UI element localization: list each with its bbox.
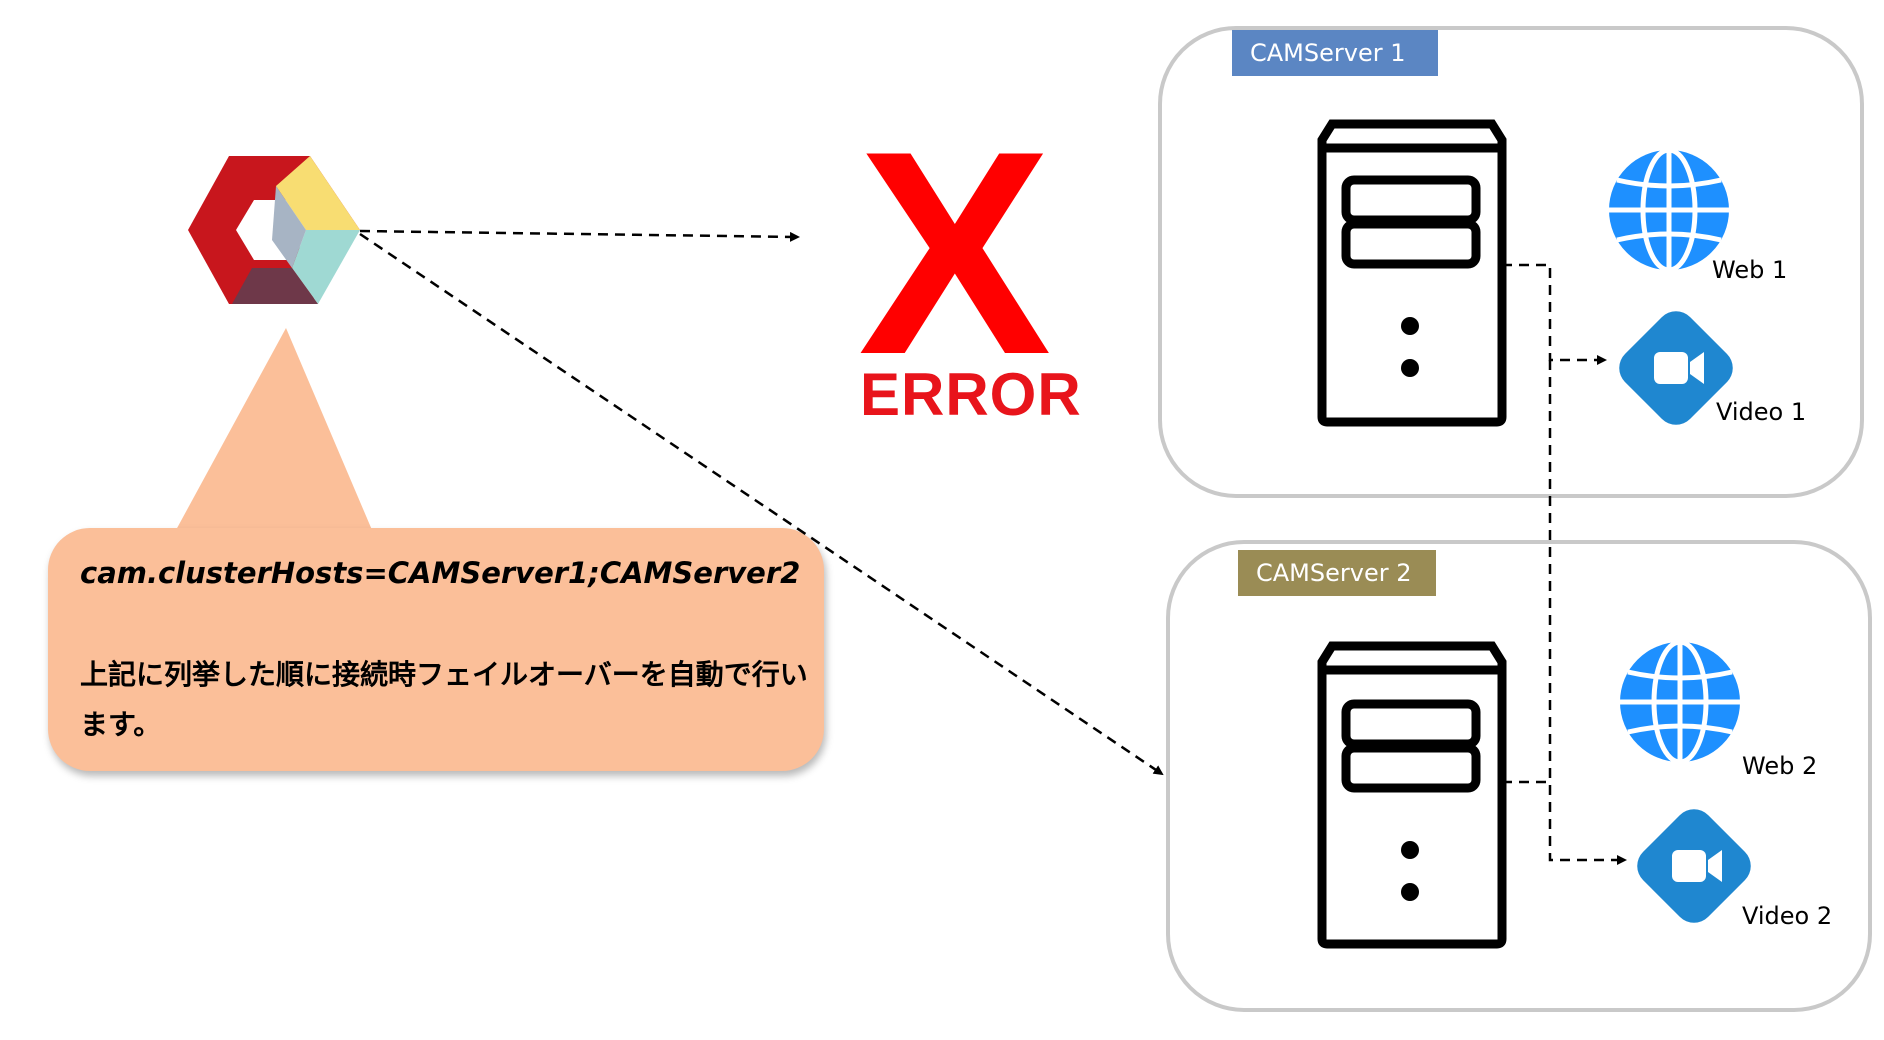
callout-box [48, 528, 824, 771]
server-group-1 [1158, 26, 1864, 498]
connector-server1-video1 [1502, 263, 1607, 365]
cube-hexagon-logo [188, 156, 360, 304]
connector-to-server1 [359, 229, 800, 242]
server-2-tag: CAMServer 2 [1238, 550, 1436, 596]
connector-to-server2 [359, 232, 1164, 776]
error-x-mark: X [858, 91, 1052, 415]
service-label-video-1: Video 1 [1716, 398, 1807, 426]
service-label-web-1: Web 1 [1712, 256, 1788, 284]
service-label-web-2: Web 2 [1742, 752, 1818, 780]
error-label: ERROR [860, 361, 1082, 428]
callout-description: 上記に列挙した順に接続時フェイルオーバーを自動で行います。 [80, 658, 808, 741]
callout-config-text: cam.clusterHosts=CAMServer1;CAMServer2 [80, 556, 801, 590]
server-tower-icon [1317, 119, 1507, 427]
globe-icon [1620, 639, 1740, 765]
connectors [359, 229, 1627, 865]
server-1-tag: CAMServer 1 [1232, 30, 1438, 76]
video-camera-icon [1619, 311, 1733, 425]
connector-server2-video2 [1502, 780, 1627, 865]
video-camera-icon [1637, 809, 1751, 923]
server-tower-icon [1317, 641, 1507, 949]
server-group-2 [1166, 540, 1872, 1012]
service-label-video-2: Video 2 [1742, 902, 1833, 930]
globe-icon [1609, 147, 1729, 273]
